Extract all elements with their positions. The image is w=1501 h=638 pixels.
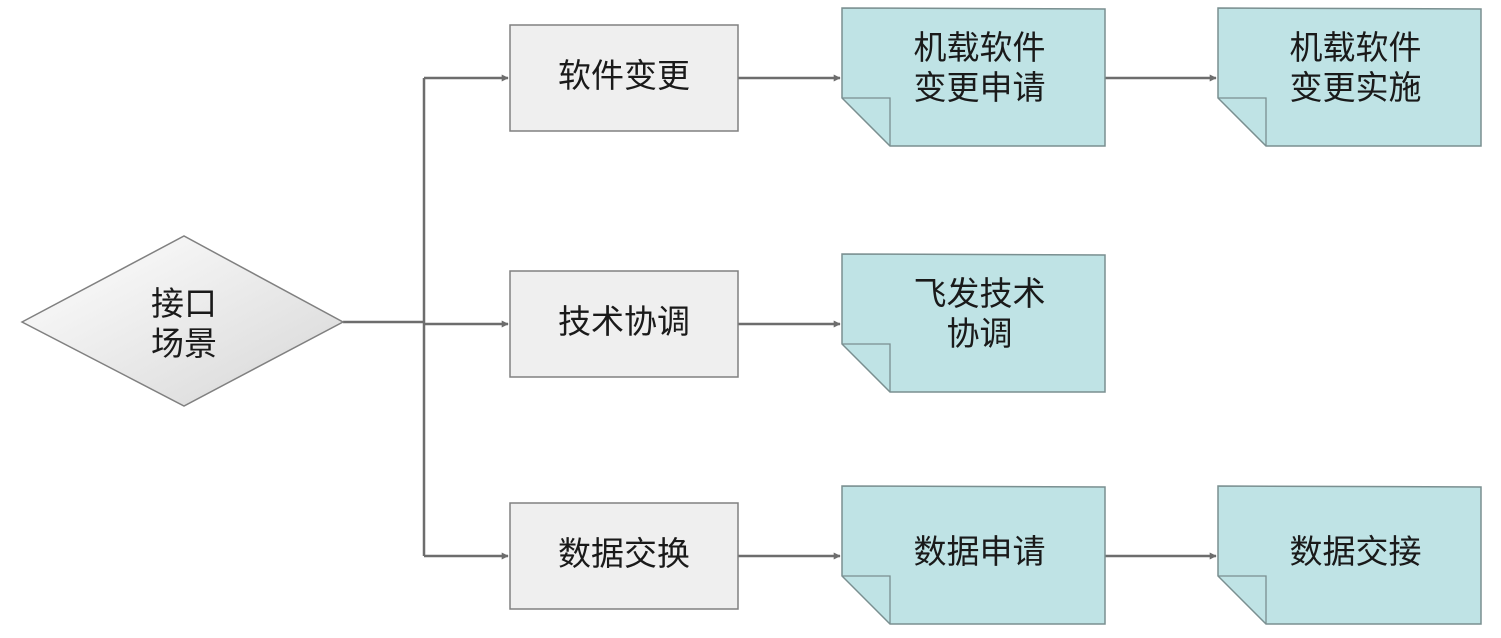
document-fold-3-2 xyxy=(1218,575,1267,624)
document-label-1-1-line-1: 机载软件 xyxy=(914,28,1046,67)
document-fold-2-1 xyxy=(842,343,891,392)
document-label-3-2-line-1: 数据交接 xyxy=(1290,532,1422,571)
document-node-1-2 xyxy=(1217,7,1482,147)
document-label-2-1-line-2: 协调 xyxy=(947,314,1013,353)
root-label-line-1: 接口 xyxy=(151,284,217,323)
document-node-1-1 xyxy=(841,7,1106,147)
document-fold-1-2 xyxy=(1218,97,1267,146)
document-fold-1-1 xyxy=(842,97,891,146)
document-label-1-1-line-2: 变更申请 xyxy=(914,68,1046,107)
document-label-3-1-line-1: 数据申请 xyxy=(914,532,1046,571)
connectors xyxy=(343,74,1217,560)
category-box-1 xyxy=(509,24,739,132)
category-label-2: 技术协调 xyxy=(558,302,690,341)
branch-3: 数据交换 数据申请 数据交接 xyxy=(509,485,1482,625)
document-node-3-1 xyxy=(841,485,1106,625)
category-label-3: 数据交换 xyxy=(558,534,690,573)
root-diamond-shape xyxy=(20,235,345,407)
root-decision-node: 接口 场景 xyxy=(20,235,345,407)
category-box-3 xyxy=(509,502,739,610)
document-label-2-1-line-1: 飞发技术 xyxy=(914,274,1046,313)
document-node-2-1 xyxy=(841,253,1106,393)
category-label-1: 软件变更 xyxy=(558,56,690,95)
document-fold-3-1 xyxy=(842,575,891,624)
document-label-1-2-line-1: 机载软件 xyxy=(1290,28,1422,67)
document-node-3-2 xyxy=(1217,485,1482,625)
category-box-2 xyxy=(509,270,739,378)
branches: 软件变更机载软件变更申请机载软件变更实施技术协调飞发技术协调数据交换数据申请数据… xyxy=(509,7,1482,625)
root-label-line-2: 场景 xyxy=(151,324,217,363)
document-label-1-2-line-2: 变更实施 xyxy=(1290,68,1422,107)
